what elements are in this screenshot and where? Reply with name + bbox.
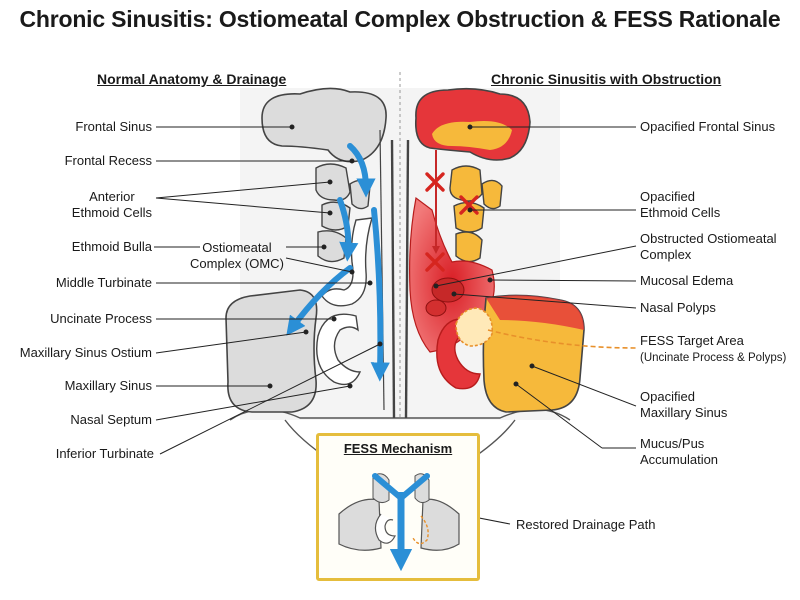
nasal-polyps (431, 277, 465, 303)
label-opacified-maxillary-line1: Opacified (640, 389, 695, 404)
label-inferior-turbinate: Inferior Turbinate (55, 446, 154, 461)
left-leader-lines (154, 124, 383, 455)
label-anterior-ethmoid: Anterior Ethmoid Cells (72, 189, 152, 221)
label-anterior-ethmoid-line2: Ethmoid Cells (71, 205, 152, 220)
fess-mechanism-title: FESS Mechanism (343, 441, 453, 456)
label-frontal-sinus: Frontal Sinus (75, 119, 152, 134)
label-fess-target-line1: FESS Target Area (640, 333, 744, 348)
label-mucosal-edema: Mucosal Edema (640, 273, 734, 288)
label-frontal-recess: Frontal Recess (64, 153, 152, 168)
label-fess-target-line2: (Uncinate Process & Polyps) (640, 352, 787, 364)
label-obstructed-omc-line2: Complex (640, 247, 692, 262)
label-omc: Ostiomeatal Complex (OMC) (190, 240, 284, 272)
maxillary-drainage-arrow (286, 265, 353, 336)
left-frontal-sinus (261, 87, 387, 163)
fess-target-area (455, 307, 494, 347)
fess-mechanism-box: FESS Mechanism (316, 433, 480, 581)
obstruction-heading: Chronic Sinusitis with Obstruction (491, 71, 722, 87)
frontal-drainage-arrow (347, 143, 376, 198)
drainage-arrows (286, 143, 390, 382)
label-nasal-polyps: Nasal Polyps (640, 300, 716, 315)
label-fess-target: FESS Target Area (Uncinate Process & Pol… (640, 333, 786, 366)
label-nasal-septum: Nasal Septum (70, 412, 152, 427)
fess-mechanism-diagram (338, 473, 460, 572)
right-nasal-septum (404, 139, 410, 419)
label-obstructed-omc: Obstructed Ostiomeatal Complex (640, 231, 777, 263)
septal-drainage-arrow (370, 207, 390, 382)
left-maxillary-sinus (225, 289, 318, 413)
label-middle-turbinate: Middle Turbinate (55, 275, 152, 290)
label-mucus-pus-line1: Mucus/Pus (640, 436, 705, 451)
label-omc-line1: Ostiomeatal (202, 240, 272, 255)
label-opacified-maxillary: Opacified Maxillary Sinus (640, 389, 727, 421)
label-opacified-maxillary-line2: Maxillary Sinus (640, 405, 728, 420)
label-anterior-ethmoid-line1: Anterior (89, 189, 135, 204)
label-uncinate-process: Uncinate Process (50, 311, 152, 326)
obstructed-anatomy (404, 87, 585, 419)
label-maxillary-ostium: Maxillary Sinus Ostium (19, 345, 152, 360)
left-inferior-turbinate (316, 313, 362, 386)
label-opacified-frontal: Opacified Frontal Sinus (640, 119, 776, 134)
obstruction-markers (425, 150, 479, 272)
label-mucus-pus: Mucus/Pus Accumulation (640, 436, 718, 468)
left-nasal-septum (390, 139, 396, 419)
label-maxillary-sinus: Maxillary Sinus (64, 378, 152, 393)
label-obstructed-omc-line1: Obstructed Ostiomeatal (640, 231, 777, 246)
label-restored-drainage: Restored Drainage Path (516, 517, 656, 532)
label-mucus-pus-line2: Accumulation (640, 452, 719, 467)
label-omc-line2: Complex (OMC) (190, 256, 284, 271)
label-opacified-ethmoid-line1: Opacified (640, 189, 695, 204)
obstruction-x-icon (425, 172, 479, 272)
page-title: Chronic Sinusitis: Ostiomeatal Complex O… (19, 6, 781, 32)
fess-target-leader (487, 329, 637, 349)
normal-anatomy-heading: Normal Anatomy & Drainage (97, 71, 287, 87)
label-ethmoid-bulla: Ethmoid Bulla (71, 239, 152, 254)
ethmoid-drainage-arrow (337, 197, 359, 262)
label-opacified-ethmoid: Opacified Ethmoid Cells (640, 189, 720, 221)
label-opacified-ethmoid-line2: Ethmoid Cells (640, 205, 721, 220)
